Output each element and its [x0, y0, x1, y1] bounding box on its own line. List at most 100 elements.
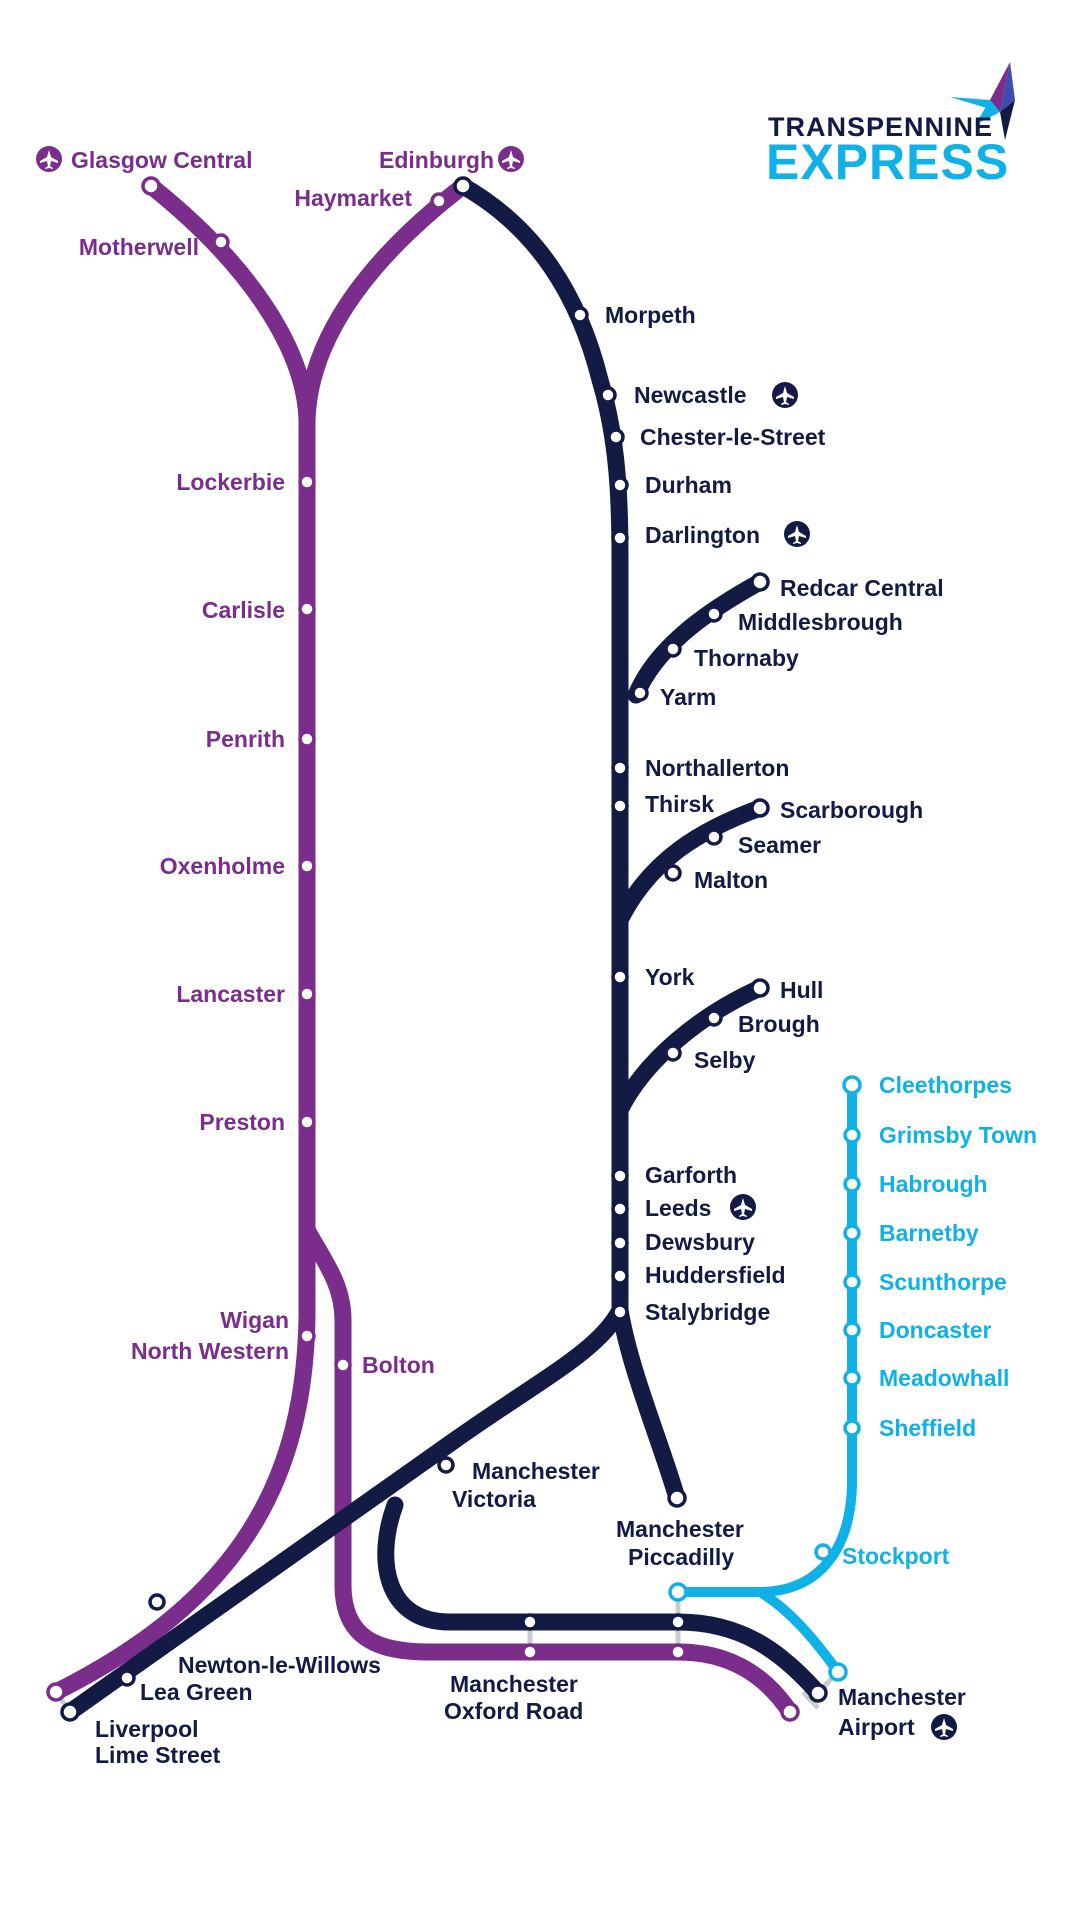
station-label-meadowhall[interactable]: Meadowhall [879, 1365, 1009, 1391]
station-label-liverpool-line-2[interactable]: Lime Street [95, 1742, 221, 1768]
purple-labels: Glasgow Central Edinburgh Haymarket Moth… [71, 147, 494, 1378]
station-label-yarm[interactable]: Yarm [660, 684, 716, 710]
station-label-penrith[interactable]: Penrith [206, 726, 285, 752]
station-label-carlisle[interactable]: Carlisle [202, 597, 285, 623]
station-label-manchester-oxford-road-line-1[interactable]: Manchester [450, 1671, 578, 1697]
station-label-haymarket[interactable]: Haymarket [294, 185, 412, 211]
station-dot-bolton [334, 1356, 352, 1374]
airport-plane-icon [931, 1714, 957, 1740]
station-label-manchester-airport-line-1[interactable]: Manchester [838, 1684, 966, 1710]
station-dot-glasgow-central [141, 176, 161, 196]
station-label-brough[interactable]: Brough [738, 1011, 820, 1037]
station-label-scarborough[interactable]: Scarborough [780, 797, 923, 823]
station-dot-brough [705, 1009, 723, 1027]
station-label-motherwell[interactable]: Motherwell [79, 234, 199, 260]
navy-route [61, 177, 827, 1721]
station-label-stalybridge[interactable]: Stalybridge [645, 1299, 770, 1325]
station-label-habrough[interactable]: Habrough [879, 1171, 988, 1197]
station-label-seamer[interactable]: Seamer [738, 832, 821, 858]
station-dot-piccadilly-purple [669, 1643, 687, 1661]
station-dot-sheffield [843, 1419, 861, 1437]
station-dot-scarborough [750, 798, 770, 818]
station-label-sheffield[interactable]: Sheffield [879, 1415, 976, 1441]
station-label-hull[interactable]: Hull [780, 977, 823, 1003]
station-label-manchester-piccadilly-line-2[interactable]: Piccadilly [628, 1544, 734, 1570]
station-dot-preston [298, 1113, 316, 1131]
station-dot-stalybridge [611, 1303, 629, 1321]
station-label-grimsby-town[interactable]: Grimsby Town [879, 1122, 1037, 1148]
station-dot-piccadilly-cyan [668, 1582, 688, 1602]
station-label-manchester-victoria-line-2[interactable]: Victoria [452, 1486, 536, 1512]
station-label-huddersfield[interactable]: Huddersfield [645, 1262, 786, 1288]
station-dot-lea-green [118, 1669, 136, 1687]
station-label-lancaster[interactable]: Lancaster [176, 981, 285, 1007]
station-label-middlesbrough[interactable]: Middlesbrough [738, 609, 903, 635]
station-dot-airport-navy [808, 1683, 828, 1703]
station-label-manchester-piccadilly-line-1[interactable]: Manchester [616, 1516, 744, 1542]
station-dot-manchester-victoria [437, 1456, 455, 1474]
station-label-dewsbury[interactable]: Dewsbury [645, 1229, 755, 1255]
station-dot-liverpool-lime-street [60, 1702, 80, 1722]
station-label-wigan-line-2[interactable]: North Western [131, 1338, 289, 1364]
station-dot-motherwell [212, 233, 230, 251]
station-label-thirsk[interactable]: Thirsk [645, 791, 714, 817]
station-dot-hull [750, 978, 770, 998]
station-label-preston[interactable]: Preston [199, 1109, 285, 1135]
airport-plane-icon [730, 1194, 756, 1220]
station-dot-stockport [814, 1543, 832, 1561]
station-label-doncaster[interactable]: Doncaster [879, 1317, 992, 1343]
station-dot-habrough [843, 1175, 861, 1193]
purple-stops [46, 176, 800, 1722]
station-dot-manchester-piccadilly [667, 1488, 687, 1508]
station-label-liverpool-line-1[interactable]: Liverpool [95, 1716, 199, 1742]
station-label-garforth[interactable]: Garforth [645, 1162, 737, 1188]
station-label-durham[interactable]: Durham [645, 472, 732, 498]
cyan-labels: Cleethorpes Grimsby Town Habrough Barnet… [842, 1072, 1037, 1569]
station-label-edinburgh[interactable]: Edinburgh [379, 147, 494, 173]
navy-stops [60, 176, 828, 1722]
station-label-morpeth[interactable]: Morpeth [605, 302, 696, 328]
station-dot-grimsby-town [843, 1126, 861, 1144]
station-label-manchester-oxford-road-line-2[interactable]: Oxford Road [444, 1698, 583, 1724]
station-label-malton[interactable]: Malton [694, 867, 768, 893]
station-dot-northallerton [611, 759, 629, 777]
station-label-newton-le-willows[interactable]: Newton-le-Willows [178, 1652, 381, 1678]
station-dot-carlisle [298, 600, 316, 618]
station-label-chester-le-street[interactable]: Chester-le-Street [640, 424, 826, 450]
station-label-bolton[interactable]: Bolton [362, 1352, 435, 1378]
airport-plane-icon [772, 382, 798, 408]
logo-line-2: EXPRESS [766, 134, 1009, 190]
station-label-manchester-victoria-line-1[interactable]: Manchester [472, 1458, 600, 1484]
station-label-leeds[interactable]: Leeds [645, 1195, 711, 1221]
station-label-scunthorpe[interactable]: Scunthorpe [879, 1269, 1007, 1295]
station-label-wigan-line-1[interactable]: Wigan [220, 1307, 289, 1333]
transpennine-express-logo: TRANSPENNINE EXPRESS [766, 62, 1015, 190]
station-label-oxenholme[interactable]: Oxenholme [160, 853, 285, 879]
station-label-lockerbie[interactable]: Lockerbie [176, 469, 285, 495]
station-label-manchester-airport-line-2[interactable]: Airport [838, 1714, 915, 1740]
station-label-northallerton[interactable]: Northallerton [645, 755, 789, 781]
station-label-york[interactable]: York [645, 964, 695, 990]
station-dot-thornaby [664, 640, 682, 658]
station-label-darlington[interactable]: Darlington [645, 522, 760, 548]
station-label-selby[interactable]: Selby [694, 1047, 756, 1073]
station-label-stockport[interactable]: Stockport [842, 1543, 950, 1569]
station-dot-edinburgh [453, 176, 473, 196]
station-label-barnetby[interactable]: Barnetby [879, 1220, 979, 1246]
station-label-lea-green[interactable]: Lea Green [140, 1679, 253, 1705]
station-dot-oxford-road-purple [521, 1643, 539, 1661]
station-dot-barnetby [843, 1224, 861, 1242]
station-dot-morpeth [571, 306, 589, 324]
station-dot-dewsbury [611, 1234, 629, 1252]
station-label-thornaby[interactable]: Thornaby [694, 645, 799, 671]
station-label-newcastle[interactable]: Newcastle [634, 382, 747, 408]
station-dot-haymarket [430, 192, 448, 210]
station-dot-seamer [705, 828, 723, 846]
station-label-redcar-central[interactable]: Redcar Central [780, 575, 944, 601]
station-label-cleethorpes[interactable]: Cleethorpes [879, 1072, 1012, 1098]
station-dot-garforth [611, 1167, 629, 1185]
station-dot-redcar-central [750, 572, 770, 592]
cyan-route [673, 1080, 857, 1677]
station-label-glasgow-central[interactable]: Glasgow Central [71, 147, 252, 173]
